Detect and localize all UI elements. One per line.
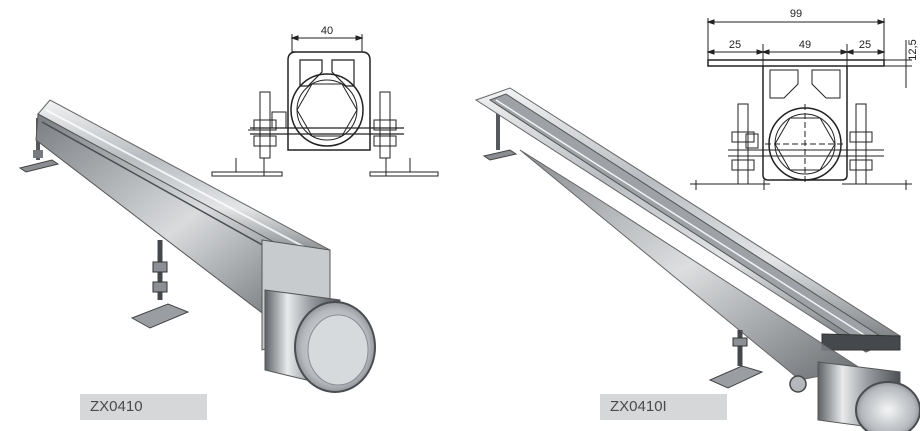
dim-right-flange-label: 25 xyxy=(859,39,871,51)
product-photo-right xyxy=(474,87,920,431)
dim-overall-width-label: 99 xyxy=(790,8,802,20)
dim-flange-thickness-label: 12,5 xyxy=(907,39,919,60)
support-foot-back xyxy=(482,112,518,161)
dim-left-flange-label: 25 xyxy=(729,39,741,51)
channel-end-cap xyxy=(821,333,901,351)
support-foot-front xyxy=(708,330,807,393)
technical-drawing-left xyxy=(211,34,439,177)
product-code-label-left: ZX0410 xyxy=(80,394,207,420)
dim-width-label: 40 xyxy=(321,25,333,37)
outlet-pipe xyxy=(264,289,376,393)
product-code-label-right: ZX0410I xyxy=(600,394,727,420)
support-foot-front xyxy=(130,240,190,329)
product-photo-left xyxy=(18,99,376,393)
outlet-pipe xyxy=(817,361,920,431)
technical-drawing-right xyxy=(690,18,912,190)
channel-groove xyxy=(488,93,882,345)
dim-channel-width-label: 49 xyxy=(799,39,811,51)
